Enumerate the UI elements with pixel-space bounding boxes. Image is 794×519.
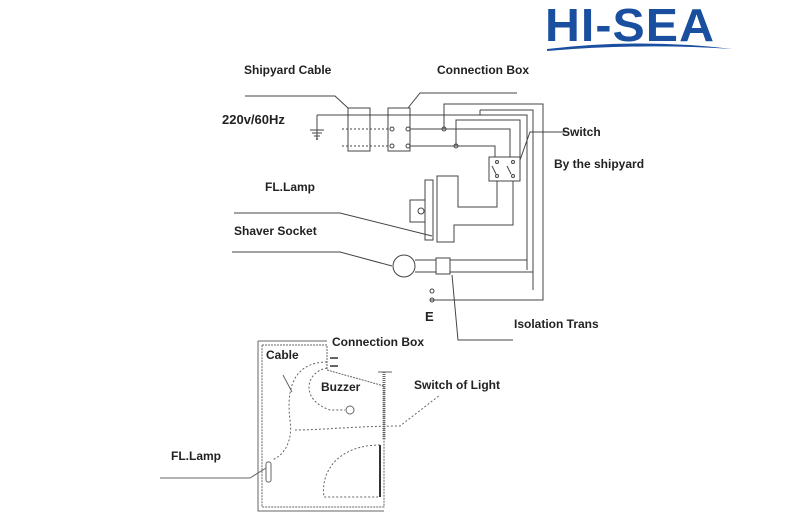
buzzer-icon: [345, 405, 355, 415]
isolation-trans-icon: [435, 257, 451, 275]
label-isolation-trans: Isolation Trans: [514, 317, 599, 331]
label-fl-lamp-top: FL.Lamp: [265, 180, 315, 194]
room-outline: [261, 344, 385, 508]
logo-text: HI-SEA: [545, 0, 716, 51]
shaver-leader: [232, 251, 393, 267]
label-earth: E: [425, 309, 434, 324]
hi-sea-logo: HI-SEA: [545, 2, 735, 54]
label-fl-lamp-bottom: FL.Lamp: [171, 449, 221, 463]
isolation-trans-leader: [451, 274, 513, 341]
label-switch: Switch: [562, 125, 601, 139]
label-by-the-shipyard: By the shipyard: [554, 157, 645, 171]
label-switch-of-light: Switch of Light: [414, 378, 500, 392]
fl-lamp-leader: [234, 212, 433, 237]
shipyard-cable-leader: [245, 95, 349, 109]
switch-box: [488, 156, 521, 182]
switch-leader: [519, 131, 567, 161]
shaver-socket-icon: [392, 254, 416, 278]
fl-lamp-top: [424, 179, 434, 241]
fl-lamp-bottom-leader: [160, 467, 267, 479]
label-shipyard-cable: Shipyard Cable: [244, 63, 332, 77]
cable-route: [271, 361, 328, 461]
logo-swoosh: [547, 43, 733, 51]
label-connection-box-top: Connection Box: [437, 63, 529, 77]
label-connection-box-bottom: Connection Box: [332, 335, 424, 349]
label-buzzer: Buzzer: [321, 380, 361, 394]
fl-lamp-bottom-icon: [265, 461, 272, 483]
connection-box-leader: [407, 92, 517, 109]
label-cable: Cable: [266, 348, 299, 362]
label-shaver-socket: Shaver Socket: [234, 224, 317, 238]
cable-leader: [282, 374, 293, 393]
ground-icon: [310, 129, 324, 140]
label-supply: 220v/60Hz: [222, 112, 285, 127]
